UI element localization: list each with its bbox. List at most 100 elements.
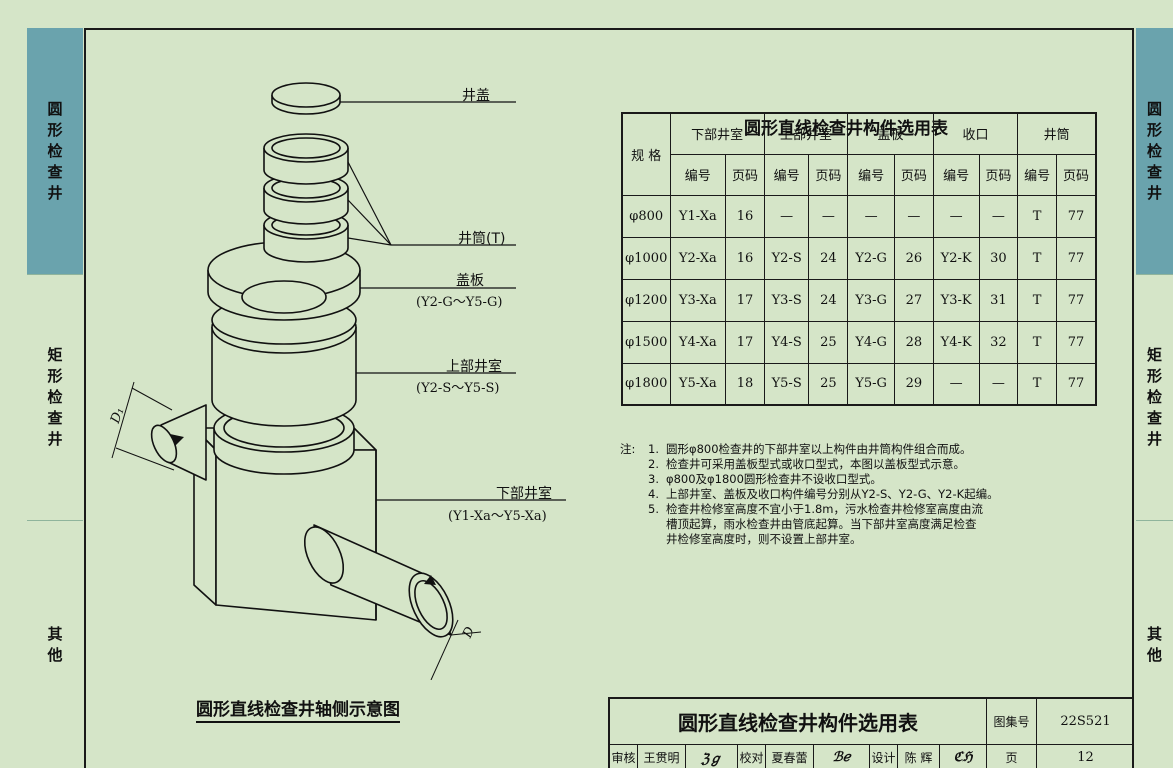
note-number: 3. [648, 472, 659, 486]
page-label: 页 [987, 745, 1037, 768]
sub-header: 编号 [847, 153, 895, 196]
sub-header: 页码 [725, 153, 765, 196]
right-tab-other[interactable]: 其他 [1136, 521, 1173, 768]
tab-char: 矩 [1146, 346, 1162, 364]
signature-row: 审核 王贯明 ℨℊ 校对 夏春蕾 ℬℯ 设计 陈 辉 ℭℌ [610, 745, 987, 768]
table-cell: — [978, 194, 1019, 238]
check-label: 校对 [738, 745, 766, 768]
table-cell: — [808, 194, 849, 238]
table-cell: 17 [725, 320, 765, 364]
note-number: 1. [648, 442, 659, 456]
dimension-lines [111, 381, 482, 680]
right-tab-rect-well[interactable]: 矩形检查井 [1136, 275, 1173, 520]
note-number [648, 517, 666, 532]
checker-signature: ℬℯ [814, 745, 870, 768]
label-cover: 井盖 [462, 88, 490, 104]
sub-header: 页码 [1055, 153, 1097, 196]
tab-char: 形 [47, 120, 63, 139]
tab-char: 查 [1146, 409, 1162, 427]
table-cell: 17 [725, 278, 765, 322]
sub-header: 编号 [1017, 153, 1057, 196]
tab-char: 检 [47, 141, 63, 160]
title-block-title: 圆形直线检查井构件选用表 [610, 699, 987, 745]
left-tab-divider [27, 520, 83, 521]
note-text: φ800及φ1800圆形检查井不设收口型式。 [666, 472, 882, 486]
label-shaft: 井筒(T) [458, 231, 506, 247]
spec-cell: φ800 [621, 194, 671, 238]
checker-name: 夏春蕾 [766, 745, 814, 768]
label-upper: 上部井室 [446, 359, 502, 375]
right-tab-round-well[interactable]: 圆形检查井 [1136, 28, 1173, 274]
tab-char: 其 [47, 624, 63, 643]
spec-cell: φ1800 [621, 362, 671, 406]
table-cell: Y2-G [847, 236, 895, 280]
tab-char: 形 [1146, 120, 1162, 139]
table-cell: — [978, 362, 1019, 406]
tab-char: 检 [1146, 388, 1162, 406]
label-upper-range: (Y2-S～Y5-S) [416, 381, 500, 396]
table-cell: — [932, 362, 980, 406]
table-cell: 18 [725, 362, 765, 406]
spec-cell: φ1000 [621, 236, 671, 280]
table-subheader-row: 编号 页码 编号 页码 编号 页码 编号 页码 编号 页码 [622, 153, 1097, 196]
table-cell: 16 [725, 236, 765, 280]
figure-caption: 圆形直线检查井轴侧示意图 [196, 695, 400, 723]
right-tab-divider [1136, 520, 1173, 521]
table-cell: 32 [978, 320, 1019, 364]
note-prefix [620, 457, 648, 472]
spec-header: 规 格 [621, 112, 671, 196]
note-number: 4. [648, 487, 659, 501]
note-line: 2.检查井可采用盖板型式或收口型式，本图以盖板型式示意。 [620, 457, 999, 472]
right-tab-divider [1136, 274, 1173, 275]
spec-cell: φ1500 [621, 320, 671, 364]
left-tab-rect-well[interactable]: 矩形检查井 [27, 275, 83, 520]
table-cell: 25 [808, 320, 849, 364]
table-cell: T [1017, 278, 1057, 322]
design-label: 设计 [870, 745, 898, 768]
sub-header: 编号 [763, 153, 810, 196]
atlas-label: 图集号 [987, 699, 1037, 745]
tab-label: 其他 [47, 624, 62, 666]
left-tab-round-well[interactable]: 圆形检查井 [27, 28, 83, 274]
note-line: 5.检查井检修室高度不宜小于1.8m，污水检查井检修室高度由流 [620, 502, 999, 517]
left-tab-other[interactable]: 其他 [27, 521, 83, 768]
table-cell: Y2-K [932, 236, 980, 280]
group-header: 收口 [932, 112, 1019, 155]
tab-char: 检 [1146, 141, 1162, 160]
table-cell: 24 [808, 278, 849, 322]
group-header: 盖板 [847, 112, 934, 155]
designer-signature: ℭℌ [953, 750, 973, 765]
note-number: 5. [648, 502, 659, 516]
table-cell: T [1017, 194, 1057, 238]
tab-char: 井 [47, 430, 63, 448]
note-line: 注:1.圆形φ800检查井的下部井室以上构件由井筒构件组合而成。 [620, 442, 999, 457]
table-cell: Y3-G [847, 278, 895, 322]
note-line: 井检修室高度时，则不设置上部井室。 [620, 532, 999, 547]
note-text: 上部井室、盖板及收口构件编号分别从Y2-S、Y2-G、Y2-K起编。 [666, 487, 999, 501]
table-cell: Y3-K [932, 278, 980, 322]
label-lower: 下部井室 [496, 486, 552, 502]
table-cell: 77 [1055, 320, 1097, 364]
label-lower-range: (Y1-Xa～Y5-Xa) [448, 509, 547, 524]
note-number [648, 532, 666, 547]
table-cell: Y5-G [847, 362, 895, 406]
sub-header: 页码 [893, 153, 934, 196]
note-line: 3. φ800及φ1800圆形检查井不设收口型式。 [620, 472, 999, 487]
table-header-row: 规 格 下部井室 上部井室 盖板 收口 井筒 [621, 112, 1097, 196]
tab-label: 矩形检查井 [47, 345, 62, 450]
label-slab: 盖板 [456, 273, 484, 289]
table-cell: 27 [893, 278, 934, 322]
tab-char: 圆 [1146, 99, 1162, 118]
note-text: 圆形φ800检查井的下部井室以上构件由井筒构件组合而成。 [666, 442, 972, 456]
note-prefix [620, 532, 648, 547]
note-text: 检查井可采用盖板型式或收口型式，本图以盖板型式示意。 [666, 457, 965, 471]
tab-char: 查 [1146, 162, 1162, 181]
table-cell: — [893, 194, 934, 238]
group-header: 下部井室 [669, 112, 765, 155]
table-cell: 30 [978, 236, 1019, 280]
title-block: 圆形直线检查井构件选用表 图集号 22S521 页 12 审核 王贯明 ℨℊ 校… [608, 697, 1134, 768]
table-cell: T [1017, 320, 1057, 364]
